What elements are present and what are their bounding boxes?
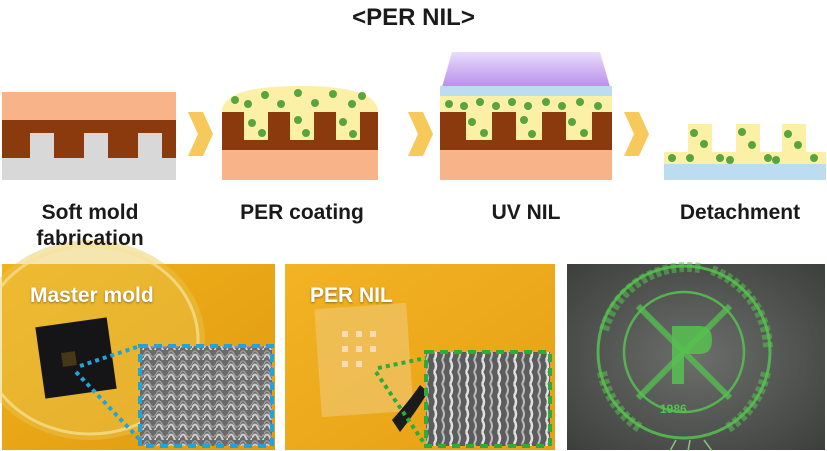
step2-label: PER coating (240, 201, 364, 224)
arrow-right-icon (624, 112, 649, 156)
step1-label-line2: fabrication (36, 227, 144, 250)
seal-year: 1986 (660, 402, 687, 416)
photo-master-mold (0, 240, 275, 450)
step1-label-line1: Soft mold (41, 201, 139, 224)
step3-label: UV NIL (491, 201, 561, 224)
arrow-right-icon (408, 112, 433, 156)
step1-soft-mold (2, 92, 176, 180)
photo1-label: Master mold (30, 284, 154, 307)
step1-label: Soft mold fabrication (2, 200, 178, 252)
photo-per-nil (285, 264, 555, 450)
step3-uv-nil (440, 52, 612, 180)
step4-detachment (664, 124, 826, 180)
photo2-label: PER NIL (310, 284, 393, 307)
page-title: <PER NIL> (352, 4, 475, 31)
photo-hologram-seal (567, 262, 825, 451)
arrow-right-icon (188, 112, 213, 156)
step4-label: Detachment (679, 201, 801, 224)
step2-per-coating (222, 86, 378, 180)
